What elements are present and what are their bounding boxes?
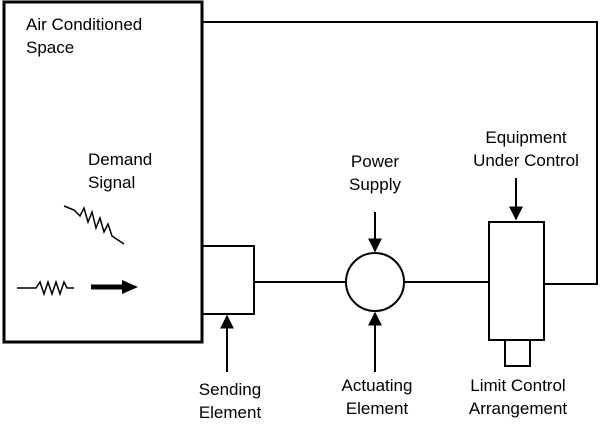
actuating-element-circle xyxy=(345,252,405,312)
power-supply-label: Power Supply xyxy=(336,150,414,196)
demand-signal-arrowhead xyxy=(122,280,138,294)
demand-signal-squiggle-diagonal xyxy=(63,205,125,245)
demand-signal-label: Demand Signal xyxy=(88,148,152,194)
power-label-line-1: Power xyxy=(350,152,400,171)
limit-control-arrangement-label: Limit Control Arrangement xyxy=(448,374,588,420)
air-conditioned-space-box xyxy=(2,0,204,344)
limit-control-box xyxy=(504,339,531,367)
actuating-label-line-1: Actuating xyxy=(341,376,413,395)
space-label-line-1: Air Conditioned xyxy=(26,15,143,34)
actuating-label-line-2: Element xyxy=(345,399,409,418)
space-label-line-2: Space xyxy=(26,38,75,57)
sending-element-label: Sending Element xyxy=(186,378,274,424)
sending-label-line-2: Element xyxy=(198,403,262,422)
equipment-under-control-label: Equipment Under Control xyxy=(455,126,597,172)
sending-element-box xyxy=(201,245,255,315)
sending-label-line-1: Sending xyxy=(198,380,262,399)
limit-label-line-2: Arrangement xyxy=(468,399,568,418)
demand-label-line-1: Demand xyxy=(88,150,153,169)
actuating-element-label: Actuating Element xyxy=(329,374,425,420)
equipment-box xyxy=(488,221,545,341)
feedback-loop-line xyxy=(202,21,598,285)
air-conditioned-space-label: Air Conditioned Space xyxy=(26,13,142,59)
demand-label-line-2: Signal xyxy=(88,173,136,192)
equipment-label-line-2: Under Control xyxy=(473,151,579,170)
limit-label-line-1: Limit Control xyxy=(470,376,566,395)
demand-signal-squiggle-horizontal xyxy=(17,279,74,297)
power-label-line-2: Supply xyxy=(349,175,401,194)
equipment-label-line-1: Equipment xyxy=(485,128,567,147)
